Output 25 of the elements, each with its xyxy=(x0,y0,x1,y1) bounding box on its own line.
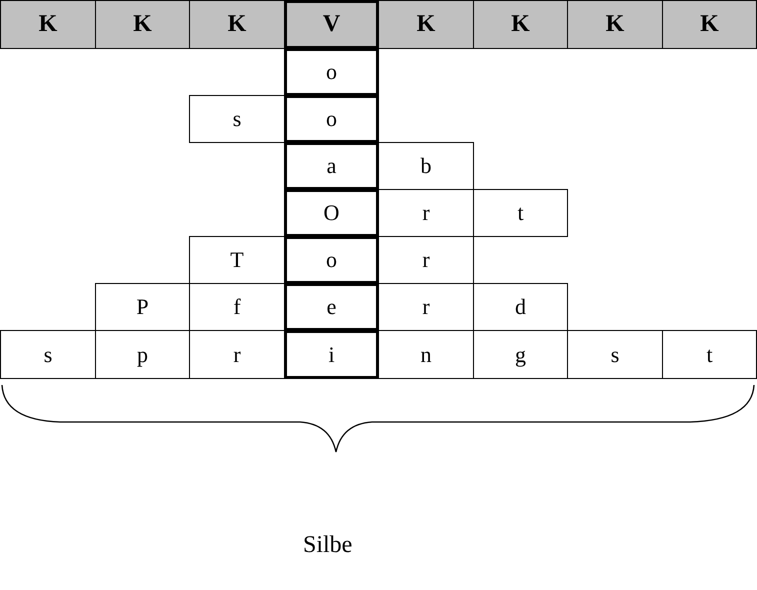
table-cell: P xyxy=(95,283,190,331)
table-header-cell: K xyxy=(378,0,474,49)
table-header-cell: K xyxy=(473,0,568,49)
table-cell: i xyxy=(284,330,379,379)
table-cell: d xyxy=(473,283,568,331)
table-cell: t xyxy=(473,189,568,237)
table-cell: t xyxy=(662,330,757,379)
table-cell: o xyxy=(284,48,379,96)
table-cell: s xyxy=(0,330,96,379)
table-cell: T xyxy=(189,236,285,284)
table-header-cell: K xyxy=(189,0,285,49)
table-cell: a xyxy=(284,142,379,190)
table-header-cell: V xyxy=(284,0,379,49)
brace-label: Silbe xyxy=(303,532,352,559)
table-cell: O xyxy=(284,189,379,237)
table-cell: s xyxy=(567,330,663,379)
table-cell: e xyxy=(284,283,379,331)
table-cell: o xyxy=(284,95,379,143)
table-cell: s xyxy=(189,95,285,143)
table-cell: o xyxy=(284,236,379,284)
table-header-cell: K xyxy=(567,0,663,49)
table-header-cell: K xyxy=(662,0,757,49)
table-header-cell: K xyxy=(95,0,190,49)
table-cell: b xyxy=(378,142,474,190)
table-header-cell: K xyxy=(0,0,96,49)
